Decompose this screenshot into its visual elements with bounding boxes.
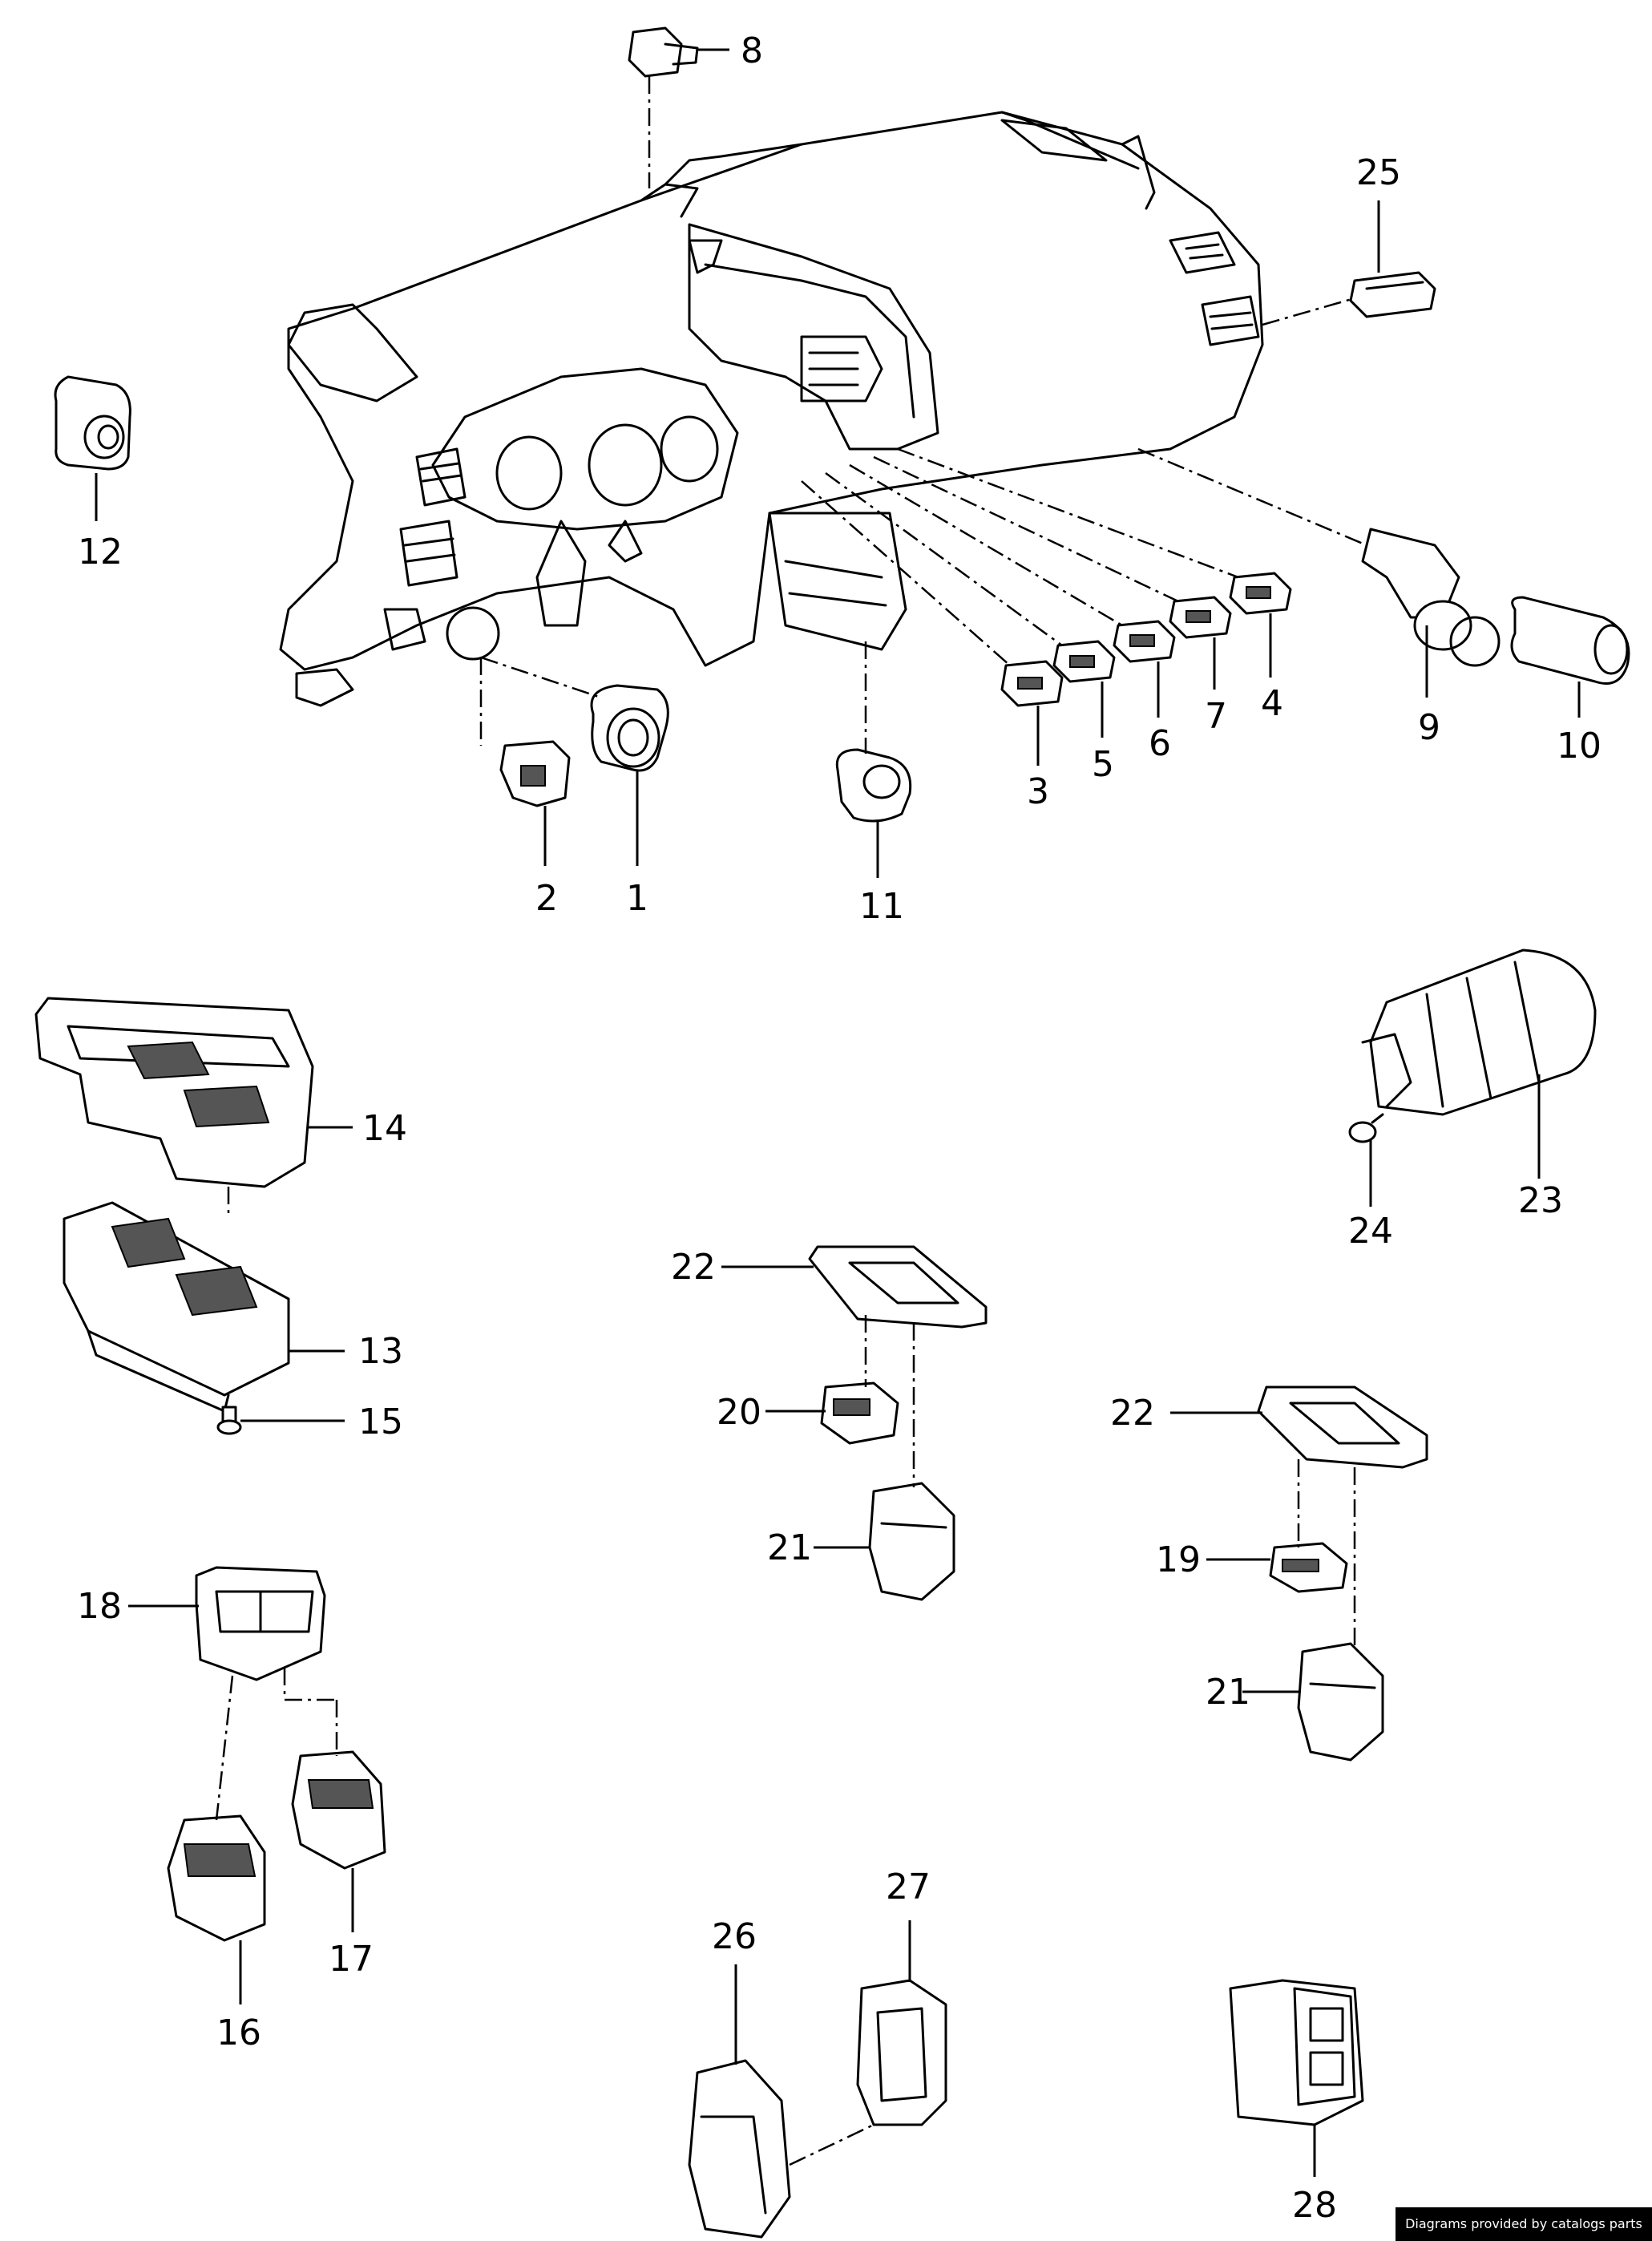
callout-27: 27 [886,1867,931,1907]
callout-20: 20 [717,1392,761,1433]
callout-16: 16 [216,2012,261,2053]
callout-25: 25 [1356,152,1401,193]
part-6-shape [1113,620,1176,663]
part-16-shape [167,1814,266,1942]
callout-2: 2 [535,878,558,919]
credit-banner: Diagrams provided by catalogs parts [1396,2207,1652,2241]
part-20-shape [820,1381,899,1445]
callout-7: 7 [1205,696,1227,737]
part-26-shape [688,2059,791,2239]
callout-26: 26 [712,1916,757,1957]
callout-9: 9 [1418,707,1440,748]
callout-17: 17 [329,1939,374,1980]
part-12-shape [54,375,131,471]
part-5-shape [1052,640,1116,683]
callout-3: 3 [1027,771,1049,812]
callout-8: 8 [741,30,763,71]
callout-22-lower: 22 [1110,1393,1155,1434]
callout-13: 13 [358,1331,403,1372]
part-17-shape [291,1750,386,1870]
part-27-shape [856,1979,947,2126]
callout-4: 4 [1261,683,1283,724]
part-15-shape [216,1406,242,1435]
callout-22: 22 [671,1247,716,1288]
part-21-shape [868,1482,955,1601]
callout-18: 18 [77,1586,122,1627]
callout-14: 14 [362,1108,407,1149]
leader-lines [95,48,1581,2177]
callout-11: 11 [859,886,904,927]
part-4-shape [1229,572,1292,615]
part-18-shape [195,1566,326,1681]
callout-23: 23 [1518,1180,1563,1221]
part-9-shape [1361,528,1501,667]
callout-1: 1 [626,878,648,919]
part-22-shape [1257,1385,1428,1469]
part-19-shape [1269,1542,1348,1593]
part-28-shape [1229,1979,1364,2126]
callout-21-lower: 21 [1206,1672,1250,1713]
callout-labels: 1 2 3 4 5 6 7 8 9 10 11 12 13 14 15 16 1… [77,30,1602,2226]
part-3-shape [1000,660,1064,707]
callout-6: 6 [1149,723,1171,764]
callout-15: 15 [358,1402,403,1442]
part-13-shape [63,1201,290,1413]
callout-28: 28 [1292,2185,1337,2226]
callout-24: 24 [1348,1211,1393,1252]
part-21-shape [1297,1642,1384,1762]
part-10-shape [1510,596,1630,685]
part-11-shape [835,748,912,823]
callout-19: 19 [1156,1539,1201,1580]
part-24-shape [1348,1113,1384,1143]
callout-5: 5 [1092,744,1114,785]
part-8-shape [628,26,699,78]
callout-21: 21 [767,1527,812,1568]
callout-12: 12 [78,532,123,572]
part-14-shape [34,997,314,1188]
part-1-shape [590,684,669,772]
part-25-shape [1349,271,1436,318]
part-22-shape [808,1245,988,1329]
connector-lines [215,76,1367,2166]
dashboard-illustration [279,111,1264,707]
part-23-shape [1361,949,1597,1116]
part-2-shape [499,740,571,807]
part-7-shape [1169,596,1232,639]
callout-10: 10 [1557,726,1602,767]
